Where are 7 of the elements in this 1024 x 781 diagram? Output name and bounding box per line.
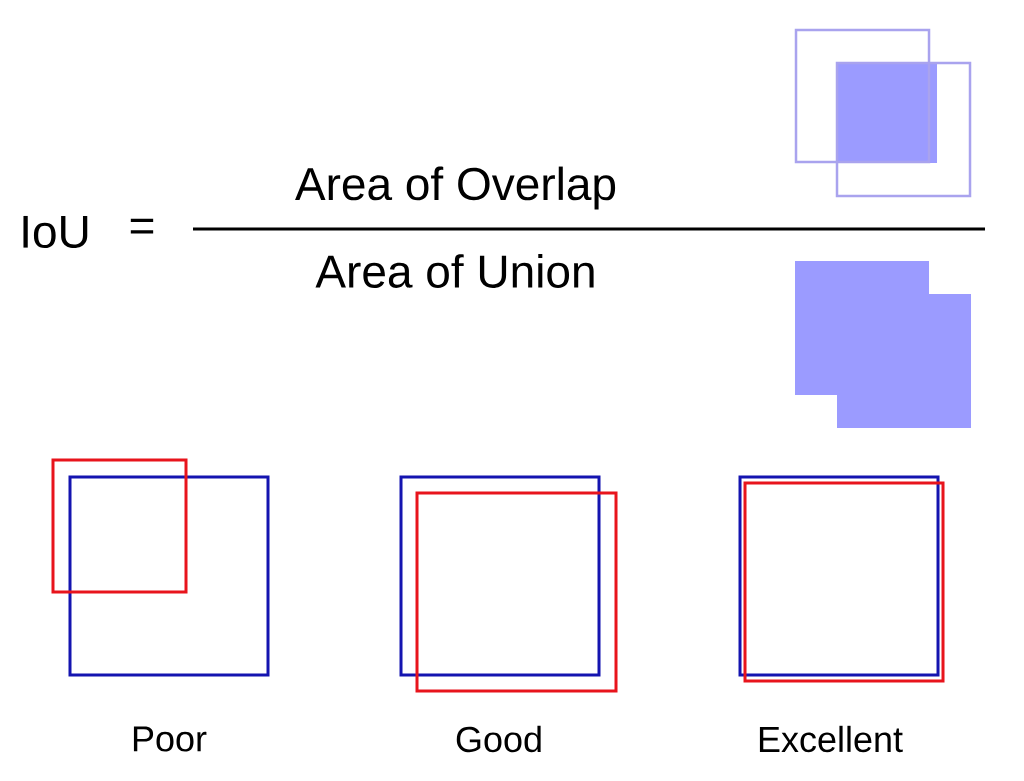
quality-label: Poor <box>133 726 207 752</box>
iou-text: IoU <box>23 215 88 249</box>
equals-sign: = <box>130 218 154 234</box>
quality-label: Excellent <box>759 725 903 753</box>
numerator-text: Area of Overlap <box>295 166 616 210</box>
denominator-text: Area of Union <box>315 254 594 288</box>
quality-label: Good <box>456 725 541 753</box>
